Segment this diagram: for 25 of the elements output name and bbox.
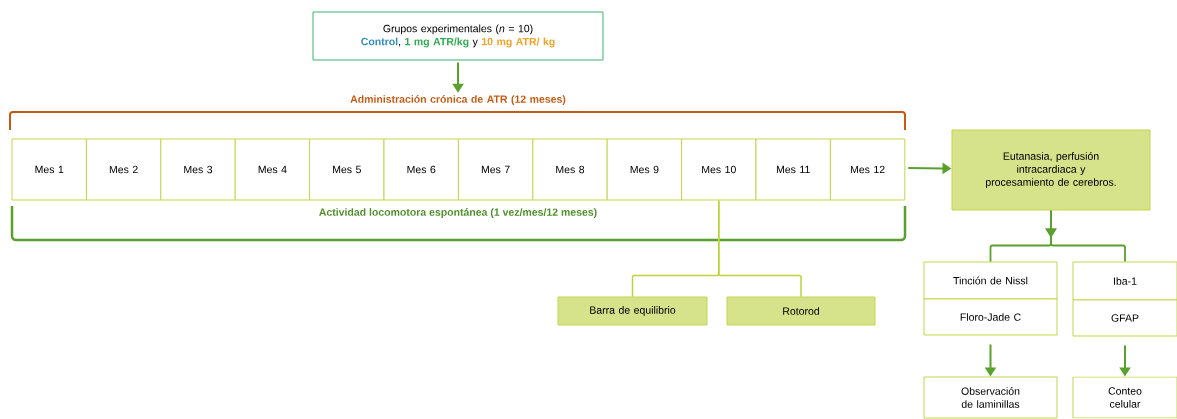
step-box: Mes 8	[532, 138, 608, 201]
step-box: Mes 12	[829, 138, 906, 201]
connector-line	[718, 199, 802, 298]
process-box: Eutanasia, perfusión intracardiaca y procesamiento de cerebros.	[951, 129, 1151, 211]
step-box: Observación de laminillas	[923, 376, 1058, 419]
step-box: Mes 2	[85, 138, 162, 201]
step-box: Mes 11	[755, 138, 831, 201]
bracket-label: Actividad locomotora espontánea (1 vez/mes/12 meses)	[319, 208, 597, 218]
step-box: Mes 7	[457, 138, 534, 201]
process-box: Rotorod	[726, 296, 876, 326]
step-box: Mes 10	[681, 138, 757, 201]
step-box: Mes 9	[606, 138, 683, 201]
step-box: Iba-1	[1072, 261, 1177, 301]
step-box: Mes 1	[11, 138, 87, 201]
process-box: Barra de equilibrio	[557, 296, 708, 326]
group-box: Grupos experimentales (n = 10) Control , 1 mg ATR/kg y 10 mg ATR/ kg	[312, 11, 604, 61]
step-box: Mes 4	[234, 138, 311, 201]
step-box: Mes 6	[383, 138, 459, 201]
step-box: Conteo celular	[1072, 376, 1177, 419]
step-box: Mes 5	[309, 138, 385, 201]
step-box: Mes 3	[160, 138, 236, 201]
step-box: GFAP	[1072, 299, 1177, 337]
step-box: Floro-Jade C	[923, 298, 1058, 336]
step-box: Tinción de Nissl	[923, 261, 1058, 300]
heading-text: Administración crónica de ATR (12 meses)	[350, 95, 566, 105]
